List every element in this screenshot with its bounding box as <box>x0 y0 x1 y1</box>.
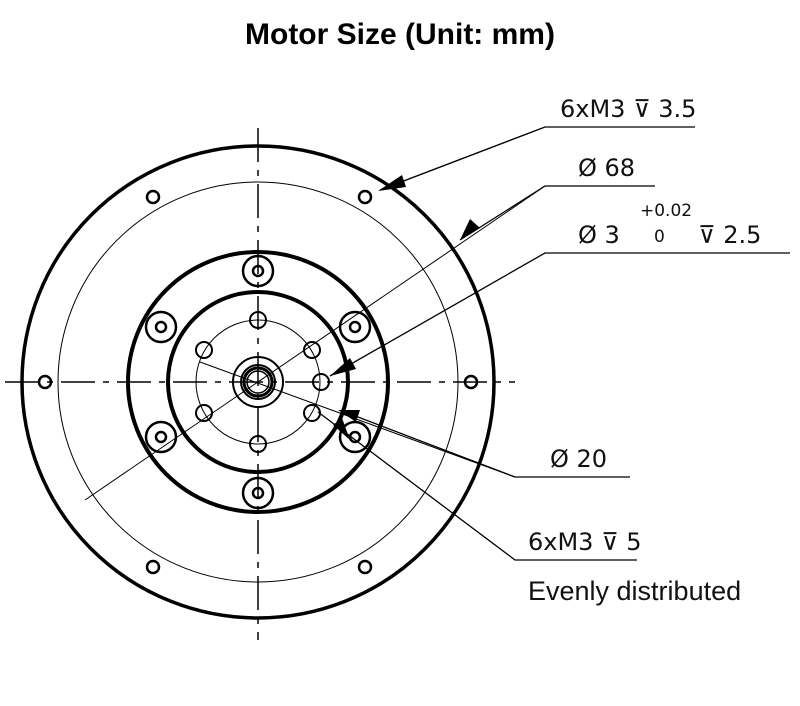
hub-outer <box>232 356 284 408</box>
inner-holes-label: 6xM3 ⊽ 5 <box>528 528 642 556</box>
counterbore-holes <box>144 254 372 510</box>
middle-circle <box>126 250 390 514</box>
diameter-68-label: Ø 68 <box>578 154 635 182</box>
outer-holes-label: 6xM3 ⊽ 3.5 <box>560 95 696 123</box>
inner-bolt-circle <box>195 319 321 445</box>
diameter-20-label: Ø 20 <box>550 445 607 473</box>
drawing-title: Motor Size (Unit: mm) <box>245 18 555 51</box>
outer-circle <box>20 144 496 620</box>
pin-hole-depth: ⊽ 2.5 <box>698 221 761 249</box>
pin-hole-label: Ø 3 <box>578 221 620 249</box>
tolerance-upper: +0.02 <box>640 201 692 221</box>
tolerance-lower: 0 <box>654 227 665 247</box>
outer-holes <box>37 189 479 575</box>
evenly-distributed-note: Evenly distributed <box>528 576 741 606</box>
inner-circle <box>166 290 350 474</box>
bolt-circle <box>57 181 459 583</box>
shaft <box>246 370 270 394</box>
